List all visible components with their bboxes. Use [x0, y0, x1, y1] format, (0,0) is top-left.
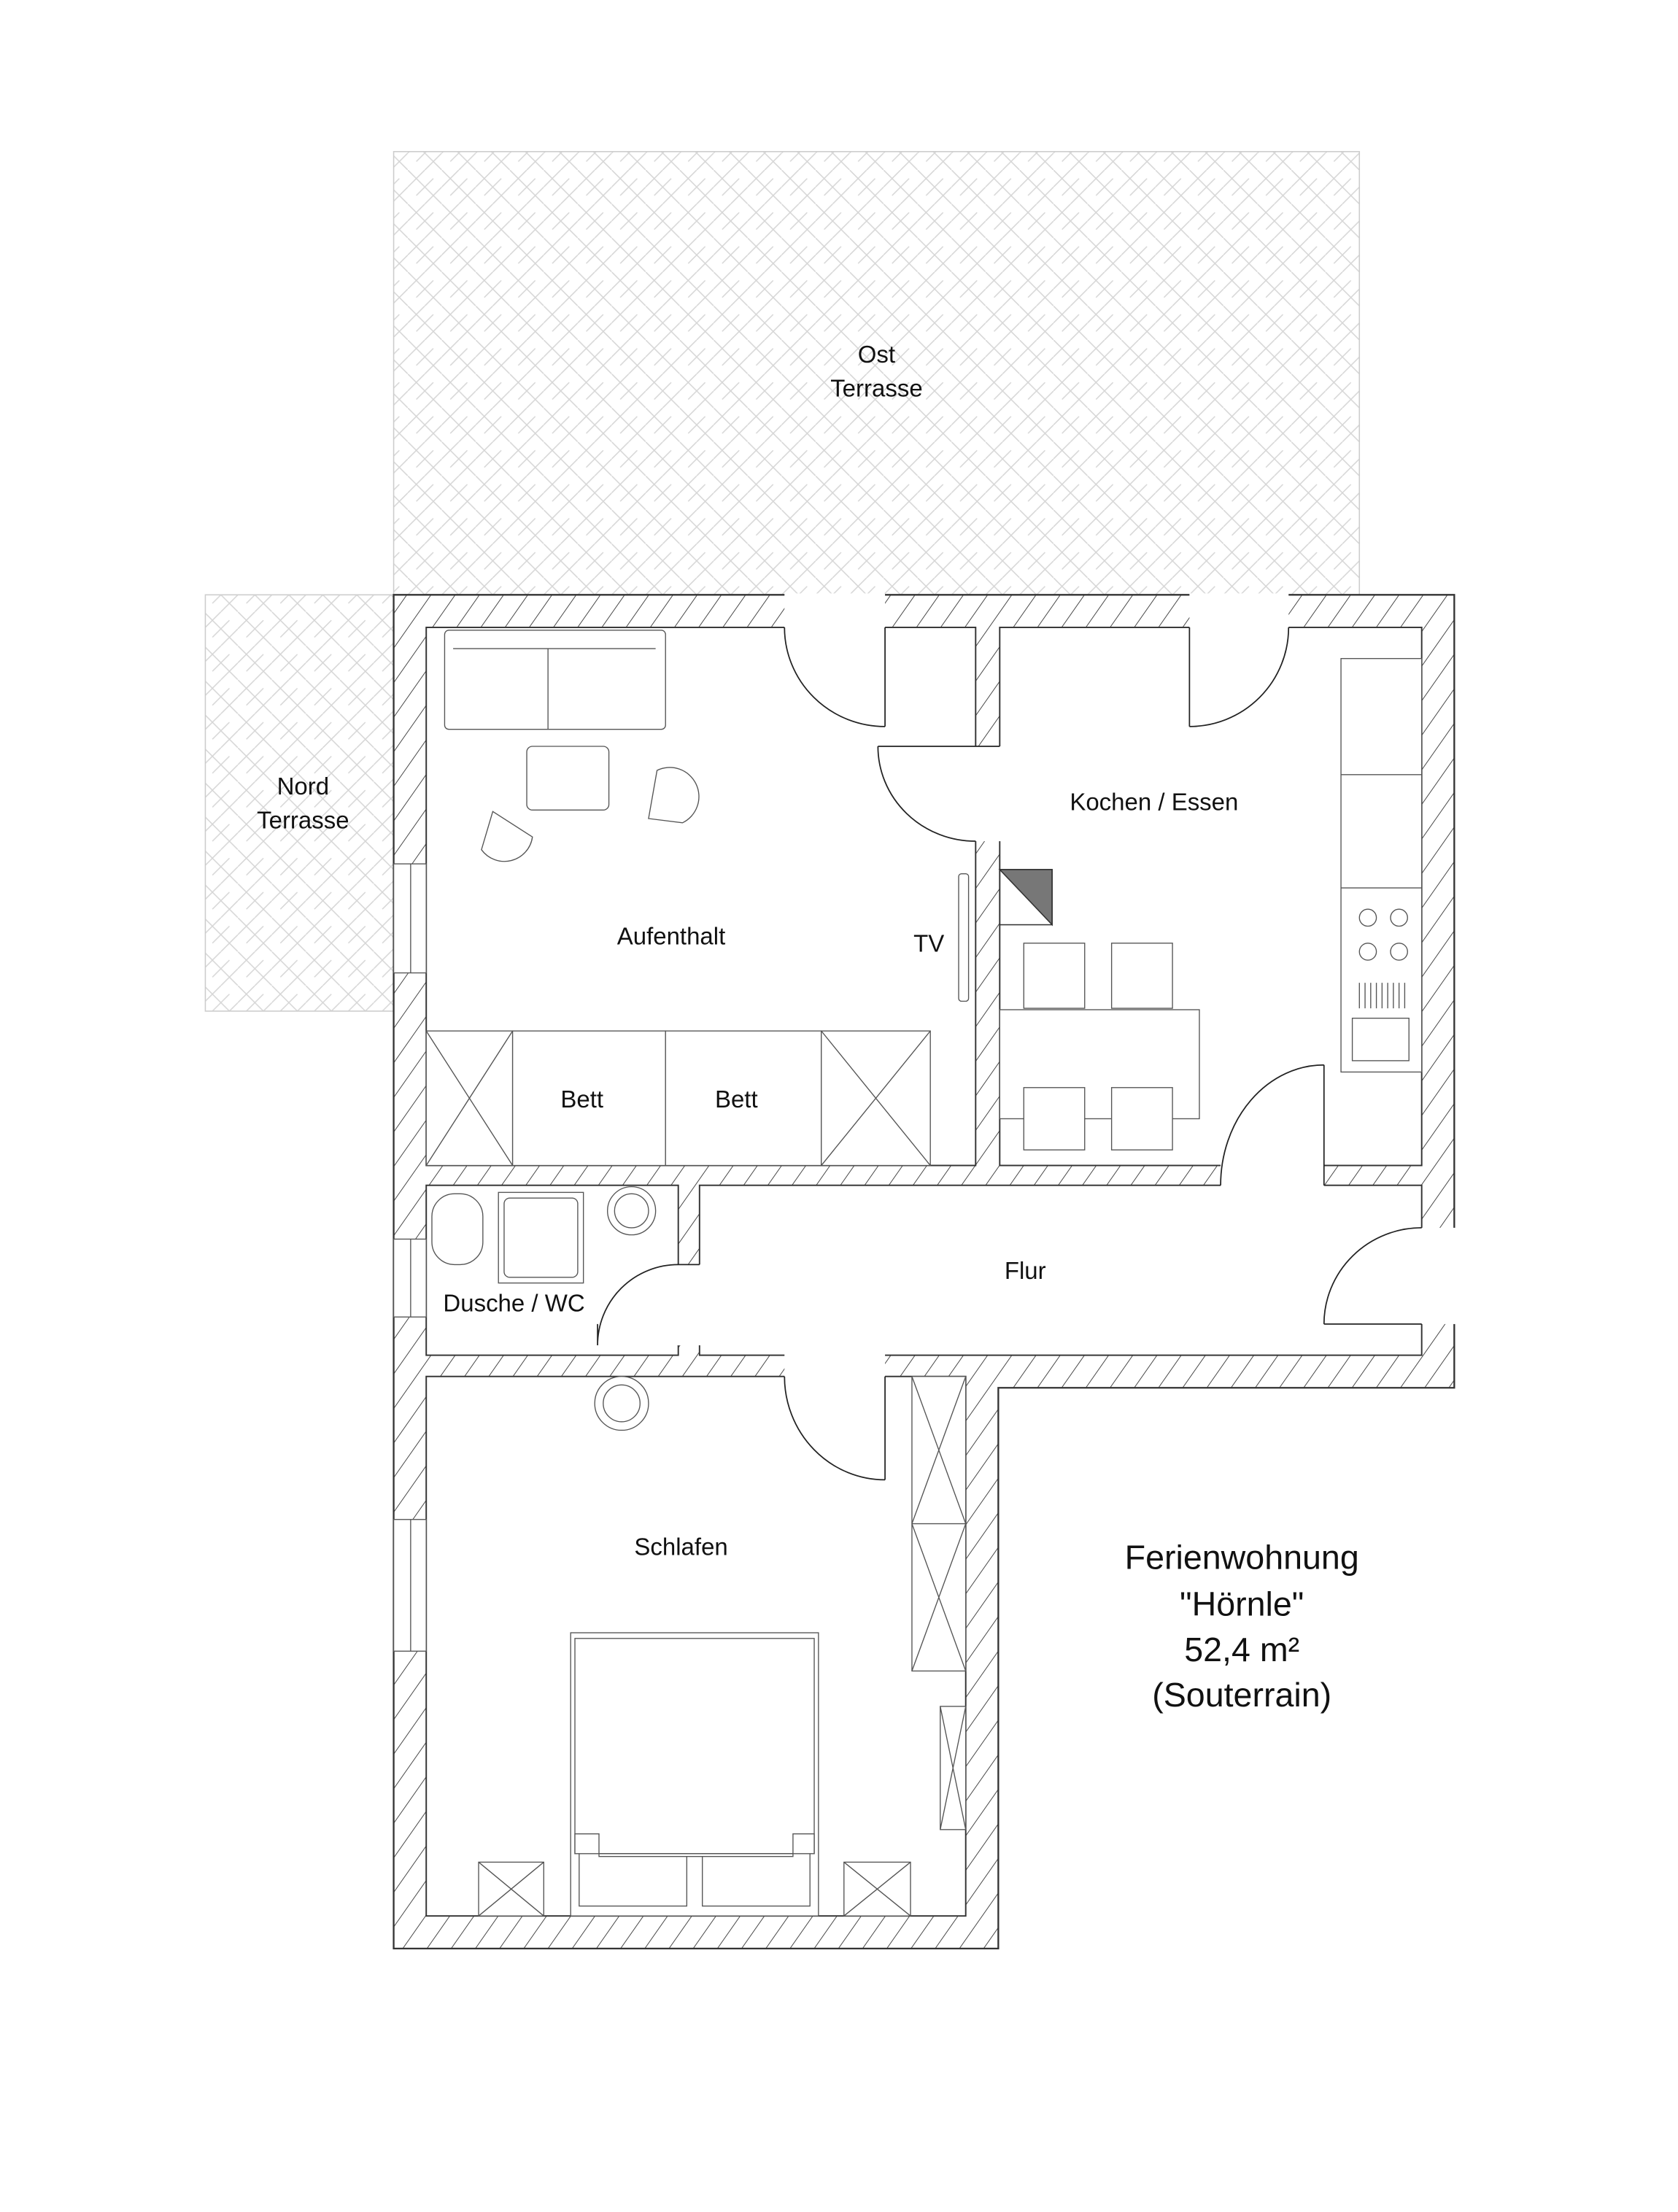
east-terrace: Ost Terrasse: [393, 151, 1361, 596]
north-terrace-label-1: Nord: [277, 773, 330, 800]
north-terrace: Nord Terrasse: [204, 594, 395, 1012]
windows: [393, 863, 427, 1652]
bath-fixtures: [431, 1186, 657, 1284]
label-tv: TV: [913, 929, 944, 956]
chair: [1023, 943, 1086, 1009]
coffee-table: [526, 746, 610, 811]
label-bed-2: Bett: [715, 1086, 758, 1113]
label-bedroom: Schlafen: [634, 1533, 727, 1560]
bed-middle-2: [665, 1030, 822, 1167]
apartment-nickname: "Hörnle": [1180, 1585, 1304, 1623]
label-living: Aufenthalt: [617, 923, 726, 950]
title-block: Ferienwohnung "Hörnle" 52,4 m² (Souterra…: [1125, 1539, 1359, 1714]
stove-icon: [1358, 908, 1408, 961]
living-furniture: [425, 630, 970, 1167]
east-terrace-label-1: Ost: [858, 341, 895, 368]
kitchen-furniture: [998, 657, 1423, 1151]
toilet: [431, 1193, 484, 1266]
doors: [597, 593, 1456, 1481]
chair: [1110, 943, 1173, 1009]
east-terrace-label-2: Terrasse: [830, 375, 922, 402]
chair: [1023, 1087, 1086, 1151]
sink: [1351, 1017, 1410, 1061]
label-bath: Dusche / WC: [443, 1289, 584, 1316]
chair: [648, 767, 700, 824]
bed-middle-1: [511, 1030, 666, 1167]
tv: [958, 873, 970, 1002]
north-terrace-label-2: Terrasse: [257, 807, 349, 834]
room-hall: [698, 1184, 1423, 1356]
shower: [498, 1191, 584, 1284]
apartment-name: Ferienwohnung: [1125, 1539, 1359, 1577]
apartment-level: (Souterrain): [1152, 1676, 1331, 1714]
chair: [481, 811, 533, 862]
bedroom-furniture: [478, 1376, 967, 1917]
label-hall: Flur: [1005, 1257, 1046, 1284]
apartment-area: 52,4 m²: [1184, 1631, 1299, 1668]
sofa: [444, 630, 666, 730]
label-bed-1: Bett: [560, 1086, 603, 1113]
washbasin: [594, 1376, 649, 1431]
label-kitchen: Kochen / Essen: [1070, 788, 1238, 815]
chair: [1110, 1087, 1173, 1151]
